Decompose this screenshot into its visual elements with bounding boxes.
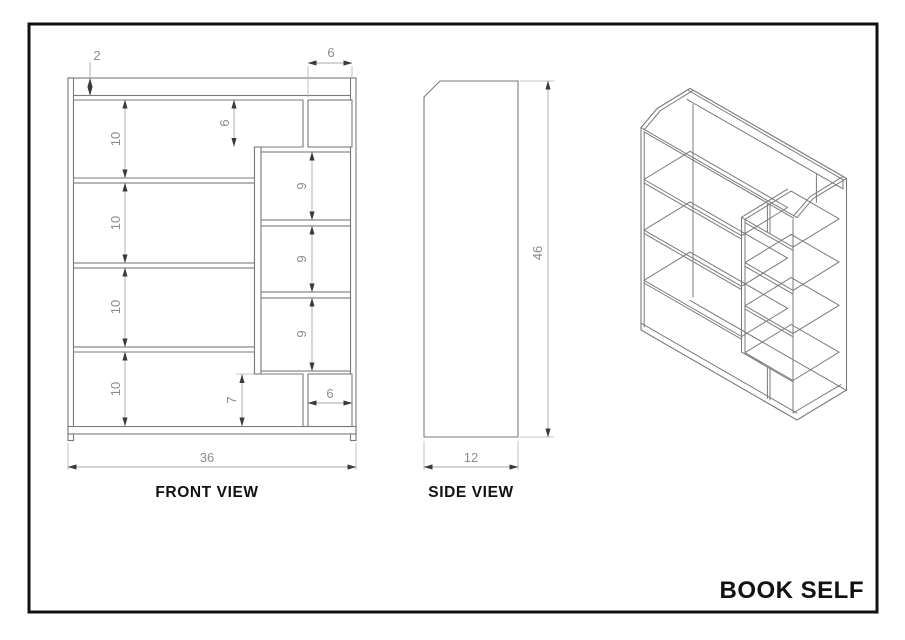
dim-front-bottom-cubby-width: 6	[326, 386, 333, 401]
dim-front-total-width: 36	[200, 450, 214, 465]
front-view-label: FRONT VIEW	[155, 484, 258, 501]
dim-front-shelf4-height: 10	[108, 382, 123, 396]
isometric-view	[640, 87, 848, 421]
side-view-outline	[423, 80, 519, 438]
front-view: 2 6 10 10 10 10 6 9 9 9 7 6	[67, 45, 357, 501]
front-right-foot	[349, 433, 357, 442]
dim-side-depth: 12	[464, 450, 478, 465]
dim-front-right2-height: 9	[294, 255, 309, 262]
front-shelf2-compartment	[72, 182, 256, 264]
dim-front-shelf2-height: 10	[108, 216, 123, 230]
dim-front-top-cubby-width: 6	[327, 45, 334, 60]
side-view: 46 12 SIDE VIEW	[423, 80, 554, 501]
dim-side-total-height: 46	[530, 246, 545, 260]
side-view-label: SIDE VIEW	[428, 484, 514, 501]
iso-left-shelves	[643, 150, 789, 340]
front-shelf3-compartment	[72, 267, 256, 348]
dim-front-shelf1-height: 10	[108, 132, 123, 146]
front-right-compartment2	[260, 225, 352, 293]
front-right-compartment1	[260, 151, 352, 221]
dim-front-right1-height: 9	[294, 182, 309, 189]
front-top-cubby	[307, 99, 353, 148]
front-left-foot	[67, 433, 75, 442]
front-bottom-cubby	[307, 373, 353, 428]
iso-silhouette	[640, 87, 848, 421]
dim-front-top-thickness: 2	[93, 48, 100, 63]
dim-front-right3-height: 9	[294, 330, 309, 337]
dim-front-shelf3-height: 10	[108, 300, 123, 314]
front-bottom-panel	[67, 425, 357, 435]
front-column-divider-wall	[253, 146, 262, 375]
drawing-title: BOOK SELF	[719, 577, 864, 604]
dim-front-bottom-notch-height: 7	[224, 396, 239, 403]
sheet-border	[27, 22, 879, 614]
front-right-compartment3	[260, 297, 352, 372]
front-dimensions: 2 6 10 10 10 10 6 9 9 9 7 6	[67, 45, 357, 470]
side-dimensions: 46 12	[423, 80, 554, 470]
front-top-panel	[67, 77, 357, 97]
iso-right-column	[741, 174, 840, 401]
iso-carcass-lines	[640, 90, 847, 414]
front-left-wall	[67, 77, 75, 435]
dim-front-top-cubby-height: 6	[217, 119, 232, 126]
